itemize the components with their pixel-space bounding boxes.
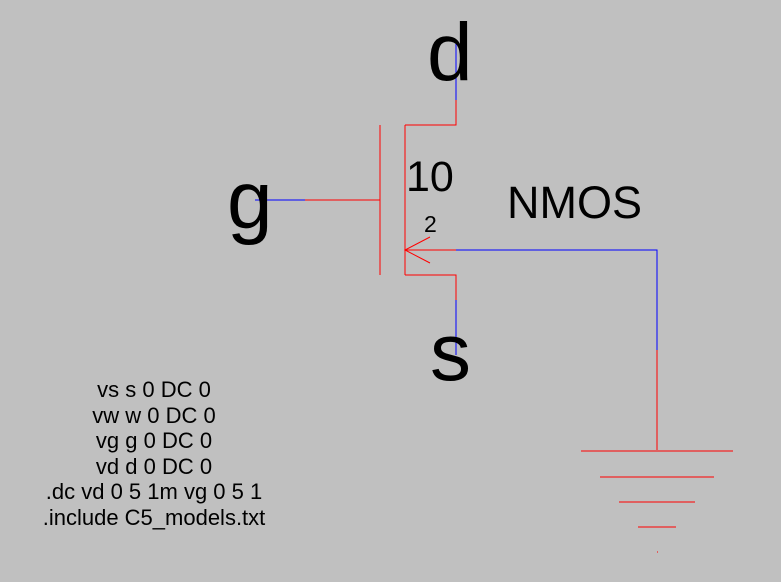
- spice-line: vs s 0 DC 0: [97, 377, 211, 402]
- nmos-transistor: [305, 100, 457, 300]
- spice-line: vd d 0 DC 0: [95, 453, 213, 479]
- bulk-wire: [456, 249, 658, 350]
- spice-directives: vs s 0 DC 0 vw w 0 DC 0 vg g 0 DC 0 vd d…: [14, 377, 294, 530]
- ground-symbol: [581, 350, 733, 553]
- spice-line: vg g 0 DC 0: [95, 428, 213, 453]
- spice-line: vw w 0 DC 0: [92, 402, 216, 428]
- width-label: 10: [406, 153, 454, 201]
- drain-label: d: [427, 7, 473, 98]
- bulk-arrow: [403, 236, 431, 264]
- model-label: NMOS: [507, 177, 642, 228]
- gate-label: g: [227, 155, 273, 246]
- source-terminal: [405, 274, 457, 300]
- spice-line: .dc vd 0 5 1m vg 0 5 1: [45, 479, 263, 504]
- spice-line: .include C5_models.txt: [42, 504, 266, 530]
- source-label: s: [430, 307, 471, 398]
- drain-terminal: [405, 100, 457, 126]
- length-label: 2: [424, 211, 437, 237]
- wires: [255, 40, 658, 355]
